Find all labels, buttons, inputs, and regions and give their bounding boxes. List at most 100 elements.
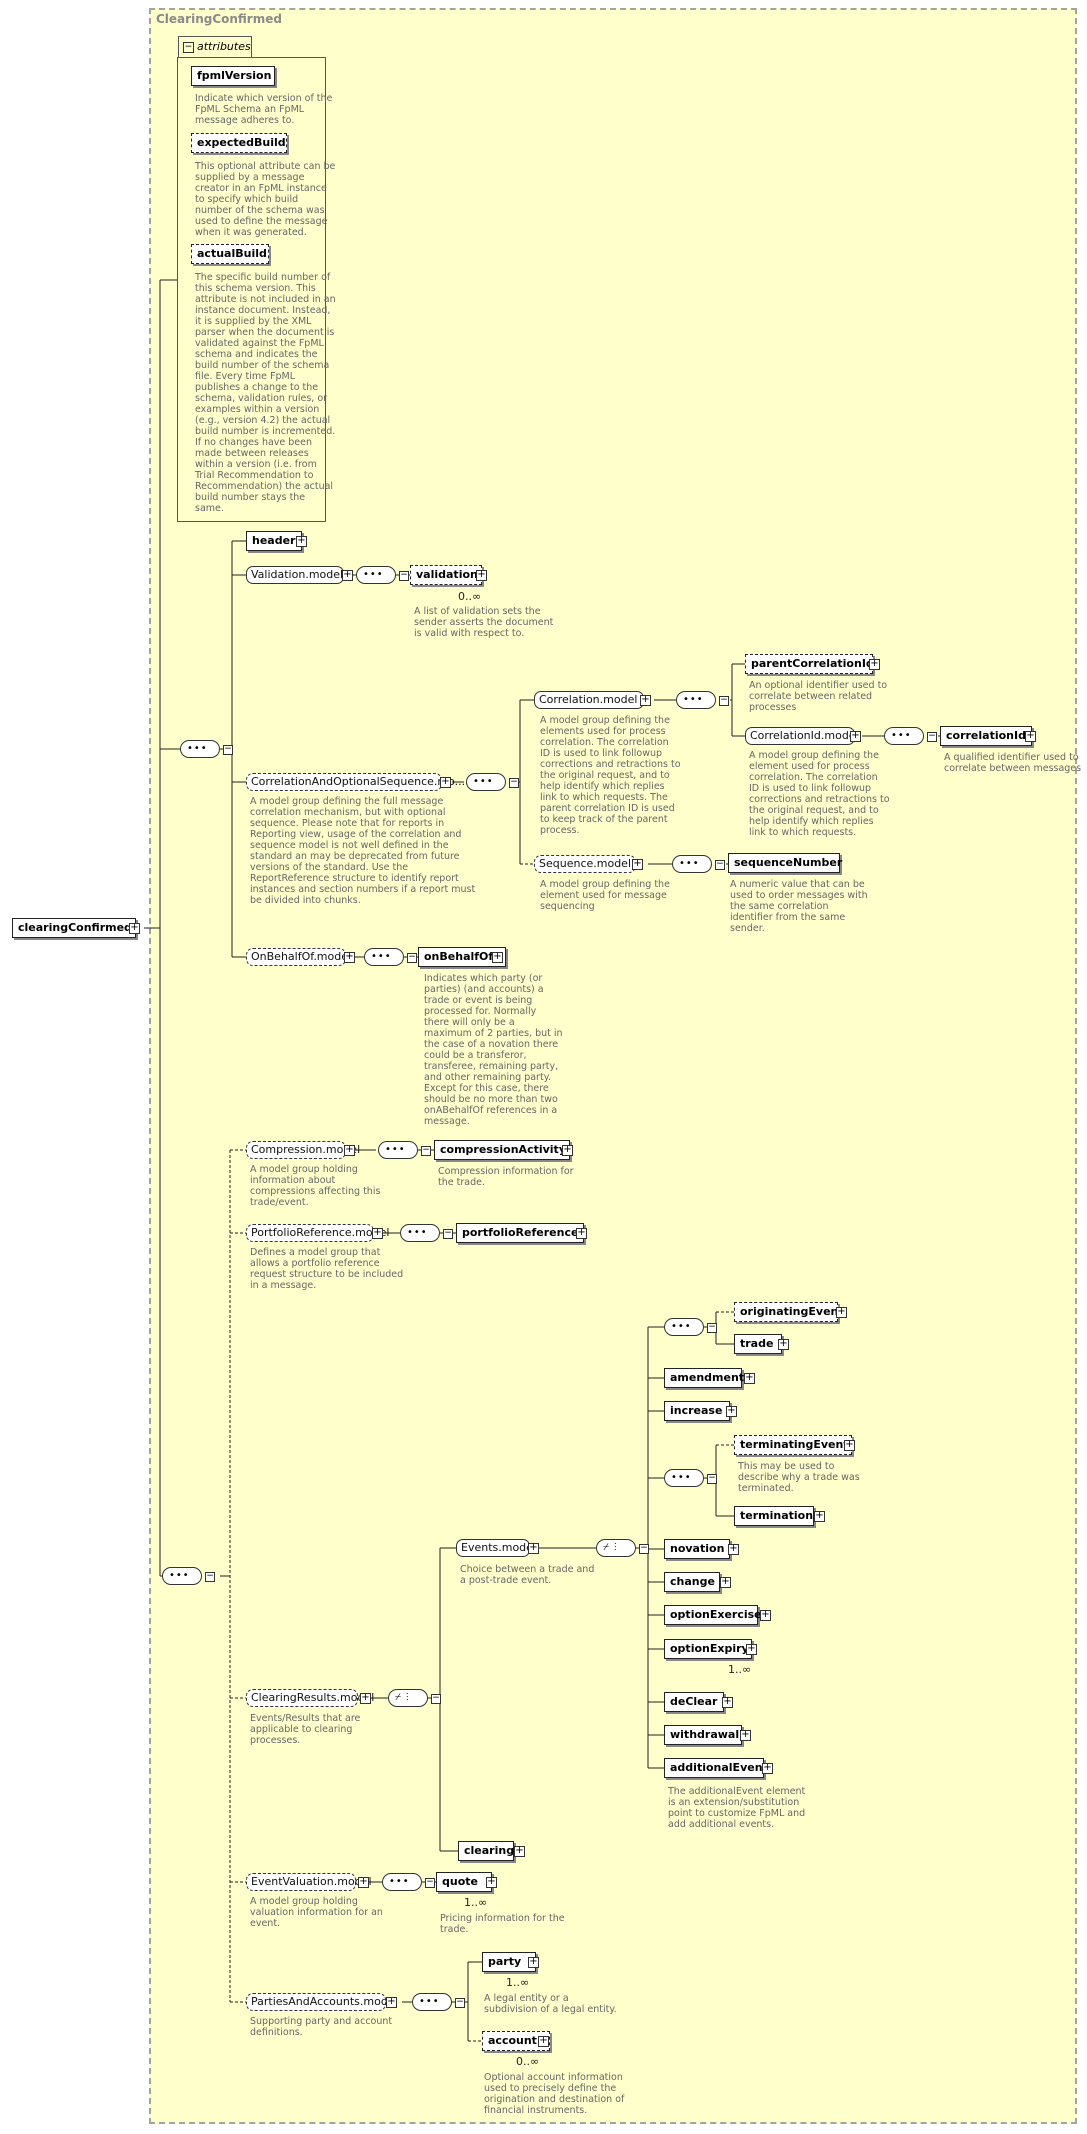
expand-icon[interactable]: +	[844, 1439, 855, 1451]
group-events-model[interactable]: Events.model	[456, 1539, 536, 1557]
element-portfolio-reference[interactable]: portfolioReference	[456, 1223, 584, 1243]
element-terminating-event[interactable]: terminatingEvent	[734, 1435, 852, 1455]
expand-icon[interactable]: +	[476, 569, 487, 581]
group-correlation-id-model[interactable]: CorrelationId.model	[745, 727, 859, 745]
expand-icon[interactable]: +	[514, 1845, 525, 1857]
sequence-compositor[interactable]: •••−	[400, 1224, 453, 1242]
element-de-clear[interactable]: deClear	[664, 1692, 724, 1712]
sequence-compositor[interactable]: •••−	[378, 1141, 431, 1159]
root-element-clearing-confirmed[interactable]: clearingConfirmed	[12, 918, 136, 938]
element-withdrawal[interactable]: withdrawal	[664, 1725, 742, 1745]
sequence-compositor[interactable]: •••−	[664, 1469, 717, 1487]
element-parent-correlation-id[interactable]: parentCorrelationId	[745, 654, 874, 674]
expand-icon[interactable]: +	[562, 1144, 573, 1156]
expand-icon[interactable]: +	[740, 1729, 751, 1741]
sequence-compositor[interactable]: •••−	[676, 691, 729, 709]
attributes-tab[interactable]: − attributes	[178, 36, 252, 57]
element-additional-event[interactable]: additionalEvent	[664, 1758, 768, 1778]
expand-icon[interactable]: +	[762, 1762, 773, 1774]
group-clearing-results-model[interactable]: ClearingResults.model	[246, 1689, 374, 1707]
expand-icon[interactable]: +	[296, 535, 307, 547]
element-clearing[interactable]: clearing	[458, 1841, 514, 1861]
expand-icon[interactable]: +	[344, 951, 355, 963]
collapse-icon[interactable]: −	[183, 42, 194, 53]
expand-icon[interactable]: +	[632, 858, 643, 870]
group-portfolio-reference-model[interactable]: PortfolioReference.model	[246, 1224, 389, 1242]
element-validation[interactable]: validation	[410, 565, 482, 585]
group-event-valuation-model[interactable]: EventValuation.model	[246, 1873, 372, 1891]
expand-icon[interactable]: +	[528, 1542, 539, 1554]
expand-icon[interactable]: +	[358, 1876, 369, 1888]
attribute-expected-build[interactable]: expectedBuild	[191, 133, 287, 153]
sequence-compositor[interactable]: •••−	[672, 855, 725, 873]
expand-icon[interactable]: +	[728, 1543, 739, 1555]
element-increase[interactable]: increase	[664, 1401, 730, 1421]
element-amendment[interactable]: amendment	[664, 1368, 744, 1388]
expand-icon[interactable]: +	[360, 1692, 371, 1704]
attribute-actual-build[interactable]: actualBuild	[191, 244, 269, 264]
expand-icon[interactable]: +	[869, 658, 880, 670]
choice-compositor[interactable]: ⌿ ⫶−	[388, 1689, 441, 1707]
expand-icon[interactable]: +	[492, 951, 503, 963]
element-termination[interactable]: termination	[734, 1506, 814, 1526]
element-party[interactable]: party	[482, 1952, 536, 1972]
element-correlation-id[interactable]: correlationId	[940, 726, 1032, 746]
choice-compositor[interactable]: ⌿ ⫶−	[596, 1539, 649, 1557]
sequence-compositor[interactable]: •••−	[466, 773, 519, 791]
sequence-compositor[interactable]: •••−	[356, 566, 409, 584]
expand-icon[interactable]: +	[538, 2035, 549, 2047]
group-sequence-model[interactable]: Sequence.model	[534, 855, 636, 873]
group-parties-and-accounts-model[interactable]: PartiesAndAccounts.model	[246, 1993, 398, 2011]
sequence-compositor[interactable]: •••−	[364, 948, 417, 966]
sequence-compositor[interactable]: •••−	[664, 1318, 717, 1336]
cardinality: 0..∞	[458, 590, 482, 603]
group-compression-model[interactable]: Compression.model	[246, 1141, 360, 1159]
element-account[interactable]: account	[482, 2031, 550, 2051]
element-trade[interactable]: trade	[734, 1334, 782, 1354]
expand-icon[interactable]: +	[760, 1609, 771, 1621]
expand-icon[interactable]: +	[372, 1227, 383, 1239]
attribute-fpml-version[interactable]: fpmlVersion	[191, 66, 275, 86]
expand-icon[interactable]: +	[744, 1372, 755, 1384]
element-option-exercise[interactable]: optionExercise	[664, 1605, 762, 1625]
expand-icon[interactable]: +	[440, 776, 451, 788]
expand-icon[interactable]: +	[720, 1576, 731, 1588]
expand-icon[interactable]: +	[836, 1306, 847, 1318]
expand-icon[interactable]: +	[342, 569, 353, 581]
sequence-compositor[interactable]: •••−	[382, 1873, 435, 1891]
element-change[interactable]: change	[664, 1572, 720, 1592]
group-validation-model[interactable]: Validation.model	[246, 566, 344, 584]
element-sequence-number[interactable]: sequenceNumber	[728, 853, 842, 873]
element-compression-activity[interactable]: compressionActivity	[434, 1140, 570, 1160]
sequence-compositor[interactable]: •••−	[884, 727, 937, 745]
expand-icon[interactable]: +	[778, 1338, 789, 1350]
compression-activity-desc: Compression information for the trade.	[438, 1166, 574, 1188]
expand-icon[interactable]: +	[722, 1696, 733, 1708]
expand-icon[interactable]: +	[1025, 730, 1036, 742]
expand-icon[interactable]: +	[640, 694, 651, 706]
expand-icon[interactable]: +	[576, 1227, 587, 1239]
element-on-behalf-of[interactable]: onBehalfOf	[418, 947, 506, 967]
element-option-expiry[interactable]: optionExpiry	[664, 1639, 752, 1659]
element-header[interactable]: header	[246, 531, 302, 551]
sequence-compositor[interactable]: •••−	[180, 740, 233, 758]
expand-icon[interactable]: +	[726, 1405, 737, 1417]
expand-icon[interactable]: +	[386, 1996, 397, 2008]
expand-icon[interactable]: +	[528, 1956, 539, 1968]
expand-icon[interactable]: +	[129, 922, 140, 934]
element-quote[interactable]: quote	[436, 1872, 492, 1892]
sequence-compositor[interactable]: •••−	[162, 1567, 215, 1585]
expand-icon[interactable]: +	[746, 1643, 757, 1655]
sequence-compositor[interactable]: •••−	[412, 1993, 465, 2011]
expand-icon[interactable]: +	[850, 730, 861, 742]
element-novation[interactable]: novation	[664, 1539, 730, 1559]
element-originating-event[interactable]: originatingEvent	[734, 1302, 844, 1322]
group-correlation-and-optional-sequence[interactable]: CorrelationAndOptionalSequence.mo...	[246, 773, 465, 791]
expand-icon[interactable]: +	[814, 1510, 825, 1522]
group-on-behalf-of-model[interactable]: OnBehalfOf.model	[246, 948, 351, 966]
compression-model-desc: A model group holding information about …	[250, 1164, 381, 1208]
expand-icon[interactable]: +	[486, 1876, 497, 1888]
correlation-desc: A model group defining the elements used…	[540, 715, 681, 836]
expand-icon[interactable]: +	[344, 1144, 355, 1156]
group-correlation-model[interactable]: Correlation.model	[534, 691, 644, 709]
